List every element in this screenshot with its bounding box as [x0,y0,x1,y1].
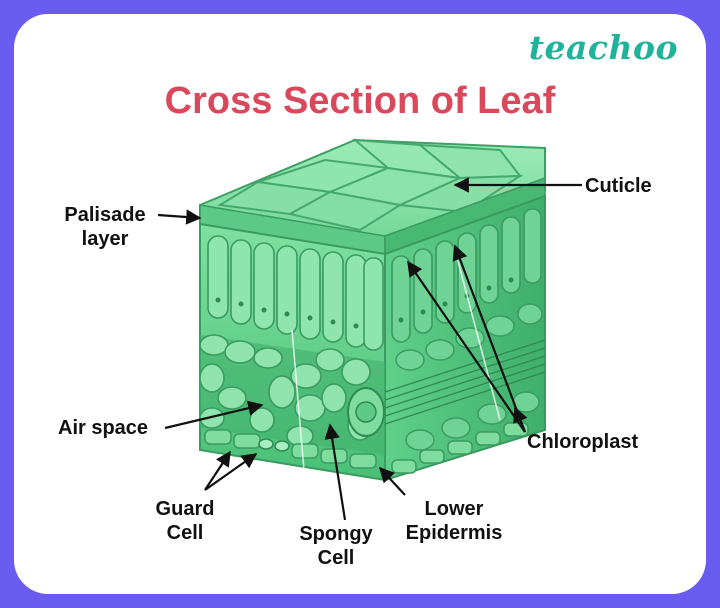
label-spongy-line1: Spongy [299,523,373,545]
label-guard-line1: Guard [155,498,215,520]
label-palisade-layer: Palisade layer [52,203,158,251]
vascular-bundle [347,339,546,437]
label-arrows [157,177,582,521]
guard-cell-arrow-2 [204,453,258,491]
guard-cell-arrow-1 [204,450,231,491]
label-lower-line1: Lower [424,498,484,520]
brand-logo: teachoo [528,28,678,67]
label-chloroplast: Chloroplast [527,431,639,453]
leaf-block [199,138,546,482]
label-spongy-line2: Cell [317,547,355,569]
guard-cells [258,438,290,452]
label-cuticle: Cuticle [585,175,652,197]
label-palisade-line2: layer [81,228,129,250]
label-guard-line2: Cell [166,522,204,544]
chloroplast-arrow-1 [407,260,526,433]
chloroplast-arrow-2 [452,244,527,433]
chloroplast-arrow-3 [513,406,528,433]
label-lower-line2: Epidermis [405,522,503,544]
lower-epidermis-arrow [378,466,406,496]
label-spongy-cell: Spongy Cell [288,522,384,570]
palisade-arrow [157,209,202,225]
label-palisade-line1: Palisade [64,204,146,226]
label-air-space: Air space [58,417,149,439]
air-space-arrow [164,400,264,430]
label-guard-cell: Guard Cell [145,497,225,545]
spongy-cell-arrow [324,423,347,521]
label-lower-epidermis: Lower Epidermis [393,497,515,545]
page-title: Cross Section of Leaf [164,80,556,122]
